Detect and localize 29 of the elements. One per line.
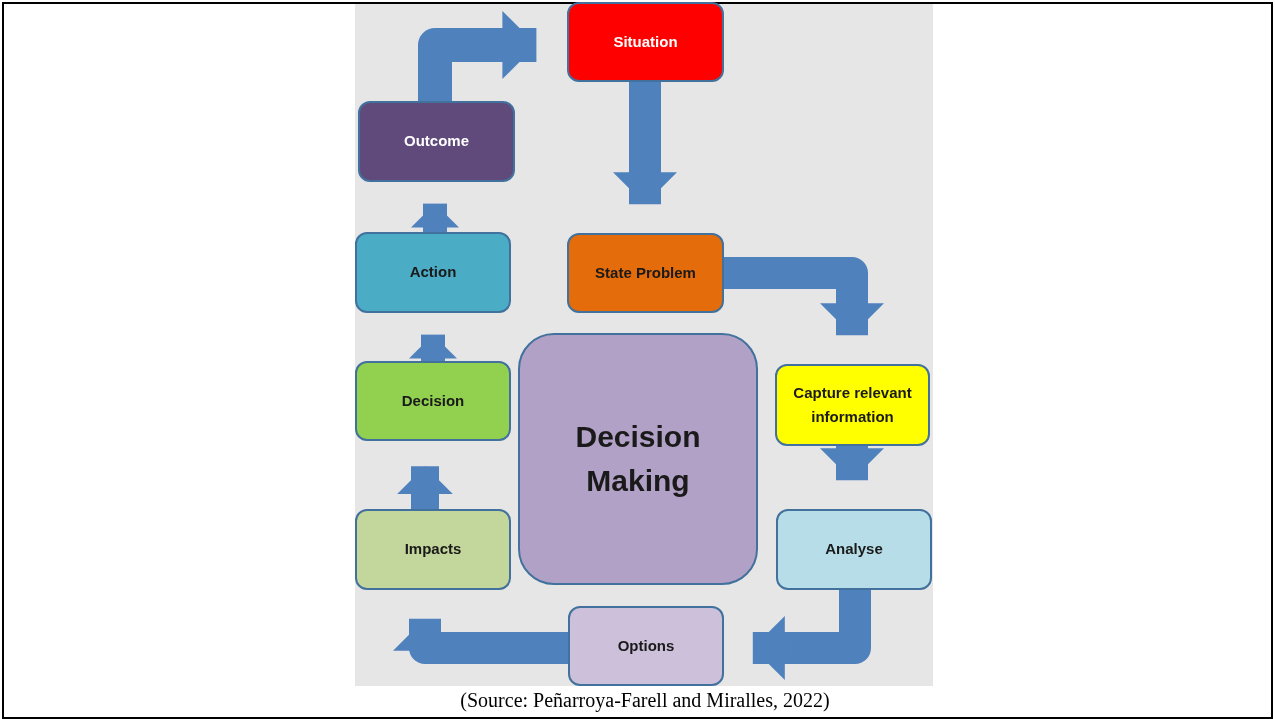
center-box — [518, 333, 758, 585]
block-arrow — [724, 257, 884, 336]
box-label: Impacts — [403, 539, 463, 560]
process-box — [568, 606, 724, 686]
box-label: Options — [616, 635, 676, 656]
process-box — [776, 509, 932, 590]
block-arrow — [411, 203, 459, 232]
block-arrow — [613, 82, 677, 205]
caption: (Source: Peñarroya-Farell and Miralles, 2022) — [459, 688, 831, 713]
box-label: Situation — [612, 31, 679, 52]
process-box — [355, 361, 511, 441]
process-box — [567, 2, 724, 82]
block-arrow — [418, 11, 537, 101]
process-box — [355, 232, 511, 313]
block-arrow — [397, 466, 453, 509]
box-label: Outcome — [403, 131, 470, 152]
block-arrow — [820, 446, 884, 481]
box-label: Action — [408, 262, 458, 283]
process-box — [775, 364, 930, 446]
block-arrow — [393, 618, 568, 664]
process-box — [358, 101, 515, 182]
box-label: Analyse — [824, 539, 884, 560]
box-label: State Problem — [594, 262, 697, 283]
block-arrow — [409, 334, 457, 361]
box-label: Capture relevant information — [792, 383, 913, 427]
process-box — [355, 509, 511, 590]
process-box — [567, 233, 724, 313]
box-label: Decision Making — [574, 419, 702, 499]
box-label: Decision — [400, 390, 466, 411]
